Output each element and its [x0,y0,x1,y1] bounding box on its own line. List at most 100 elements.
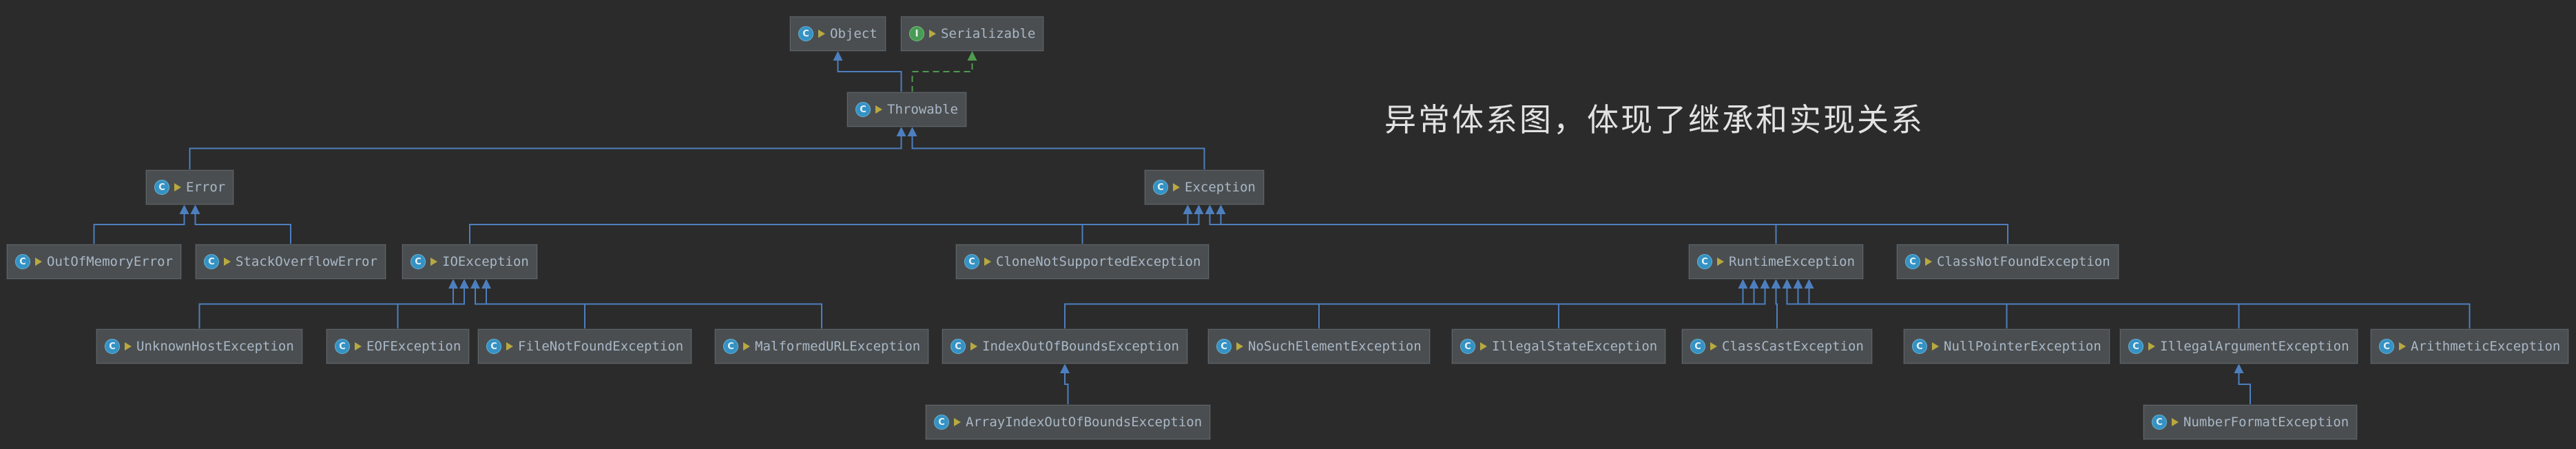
expand-arrow-icon [1236,342,1243,351]
expand-arrow-icon [954,418,961,426]
edge-extends-classcastexception-to-runtimeexception [1771,279,1781,329]
class-node-malformedurlexception[interactable]: C MalformedURLException [715,329,929,364]
class-name-label: ClassNotFoundException [1937,254,2110,269]
expand-arrow-icon [1173,183,1180,191]
arrowhead-extends [1760,279,1770,289]
class-icon: C [204,254,219,269]
arrowhead-extends [470,279,480,289]
arrowhead-extends [1205,205,1215,214]
expand-arrow-icon [355,342,362,351]
class-node-classnotfoundexception[interactable]: C ClassNotFoundException [1897,244,2119,279]
class-node-object[interactable]: C Object [790,17,886,51]
class-icon: C [335,339,350,354]
class-node-outofmemoryerror[interactable]: C OutOfMemoryError [7,244,182,279]
class-node-nosuchelementexception[interactable]: C NoSuchElementException [1208,329,1430,364]
class-name-label: EOFException [366,339,461,354]
class-name-label: ArrayIndexOutOfBoundsException [966,415,1203,430]
class-name-label: RuntimeException [1729,254,1856,269]
class-node-exception[interactable]: C Exception [1145,170,1264,205]
expand-arrow-icon [1717,258,1724,266]
arrowhead-implements [967,51,977,61]
edge-extends-unknownhostexception-to-ioexception [198,279,458,329]
class-node-clonenotsupportedexception[interactable]: C CloneNotSupportedException [956,244,1209,279]
expand-arrow-icon [125,342,132,351]
arrowhead-extends [1771,279,1781,289]
class-icon: C [1153,180,1168,195]
edge-implements-throwable-to-serializable [911,51,977,92]
class-name-label: CloneNotSupportedException [996,254,1201,269]
class-icon: C [1460,339,1475,354]
expand-arrow-icon [430,258,437,266]
expand-arrow-icon [506,342,513,351]
expand-arrow-icon [1480,342,1487,351]
class-node-ioexception[interactable]: C IOException [402,244,537,279]
class-name-label: NoSuchElementException [1248,339,1422,354]
class-name-label: Throwable [887,102,958,117]
expand-arrow-icon [984,258,991,266]
arrowhead-extends [1793,279,1803,289]
interface-node-serializable[interactable]: I Serializable [901,17,1044,51]
class-icon: C [2379,339,2394,354]
arrowhead-extends [907,127,917,136]
expand-arrow-icon [2399,342,2406,351]
expand-arrow-icon [818,30,825,38]
class-node-throwable[interactable]: C Throwable [847,92,966,127]
arrowhead-extends [179,205,189,214]
class-node-classcastexception[interactable]: C ClassCastException [1682,329,1872,364]
class-name-label: IllegalArgumentException [2160,339,2349,354]
class-node-arrayindexoutofboundsexception[interactable]: C ArrayIndexOutOfBoundsException [926,405,1211,439]
edge-extends-clonenotsupportedexception-to-exception [1081,205,1204,244]
arrowhead-extends [896,127,906,136]
class-node-eofexception[interactable]: C EOFException [326,329,470,364]
arrowhead-extends [1738,279,1748,289]
class-node-indexoutofboundsexception[interactable]: C IndexOutOfBoundsException [942,329,1187,364]
arrowhead-extends [1060,364,1070,373]
class-name-label: MalformedURLException [755,339,921,354]
edge-extends-exception-to-throwable [907,127,1205,170]
edge-extends-nosuchelementexception-to-runtimeexception [1318,279,1759,329]
edge-extends-error-to-throwable [189,127,906,170]
class-node-illegalstateexception[interactable]: C IllegalStateException [1452,329,1666,364]
class-icon: C [411,254,426,269]
class-node-arithmeticexception[interactable]: C ArithmeticException [2371,329,2569,364]
class-icon: C [723,339,738,354]
class-icon: C [15,254,30,269]
class-node-nullpointerexception[interactable]: C NullPointerException [1904,329,2110,364]
edge-extends-ioexception-to-exception [469,205,1193,244]
class-node-filenotfoundexception[interactable]: C FileNotFoundException [478,329,692,364]
class-node-numberformatexception[interactable]: C NumberFormatException [2143,405,2358,439]
arrowhead-extends [1194,205,1204,214]
class-icon: C [1690,339,1705,354]
class-name-label: Error [186,180,226,195]
class-node-unknownhostexception[interactable]: C UnknownHostException [96,329,302,364]
class-name-label: OutOfMemoryError [47,254,174,269]
class-node-error[interactable]: C Error [146,170,234,205]
edge-extends-arithmeticexception-to-runtimeexception [1804,279,2471,329]
arrowhead-extends [1183,205,1193,214]
class-node-stackoverflowerror[interactable]: C StackOverflowError [196,244,386,279]
class-node-runtimeexception[interactable]: C RuntimeException [1689,244,1864,279]
class-icon: C [105,339,120,354]
expand-arrow-icon [2148,342,2155,351]
class-icon: C [855,102,871,117]
class-name-label: NullPointerException [1944,339,2101,354]
arrowhead-extends [448,279,458,289]
class-name-label: IndexOutOfBoundsException [982,339,1179,354]
class-icon: C [1697,254,1712,269]
class-node-illegalargumentexception[interactable]: C IllegalArgumentException [2120,329,2358,364]
class-name-label: ClassCastException [1722,339,1864,354]
class-icon: C [154,180,169,195]
class-name-label: UnknownHostException [136,339,294,354]
class-icon: C [1912,339,1927,354]
arrowhead-extends [1804,279,1814,289]
edge-extends-outofmemoryerror-to-error [93,205,189,244]
expand-arrow-icon [224,258,231,266]
expand-arrow-icon [1932,342,1939,351]
arrowhead-extends [481,279,491,289]
arrowhead-extends [190,205,200,214]
class-icon: C [1216,339,1232,354]
class-name-label: ArithmeticException [2411,339,2561,354]
class-name-label: IllegalStateException [1492,339,1658,354]
